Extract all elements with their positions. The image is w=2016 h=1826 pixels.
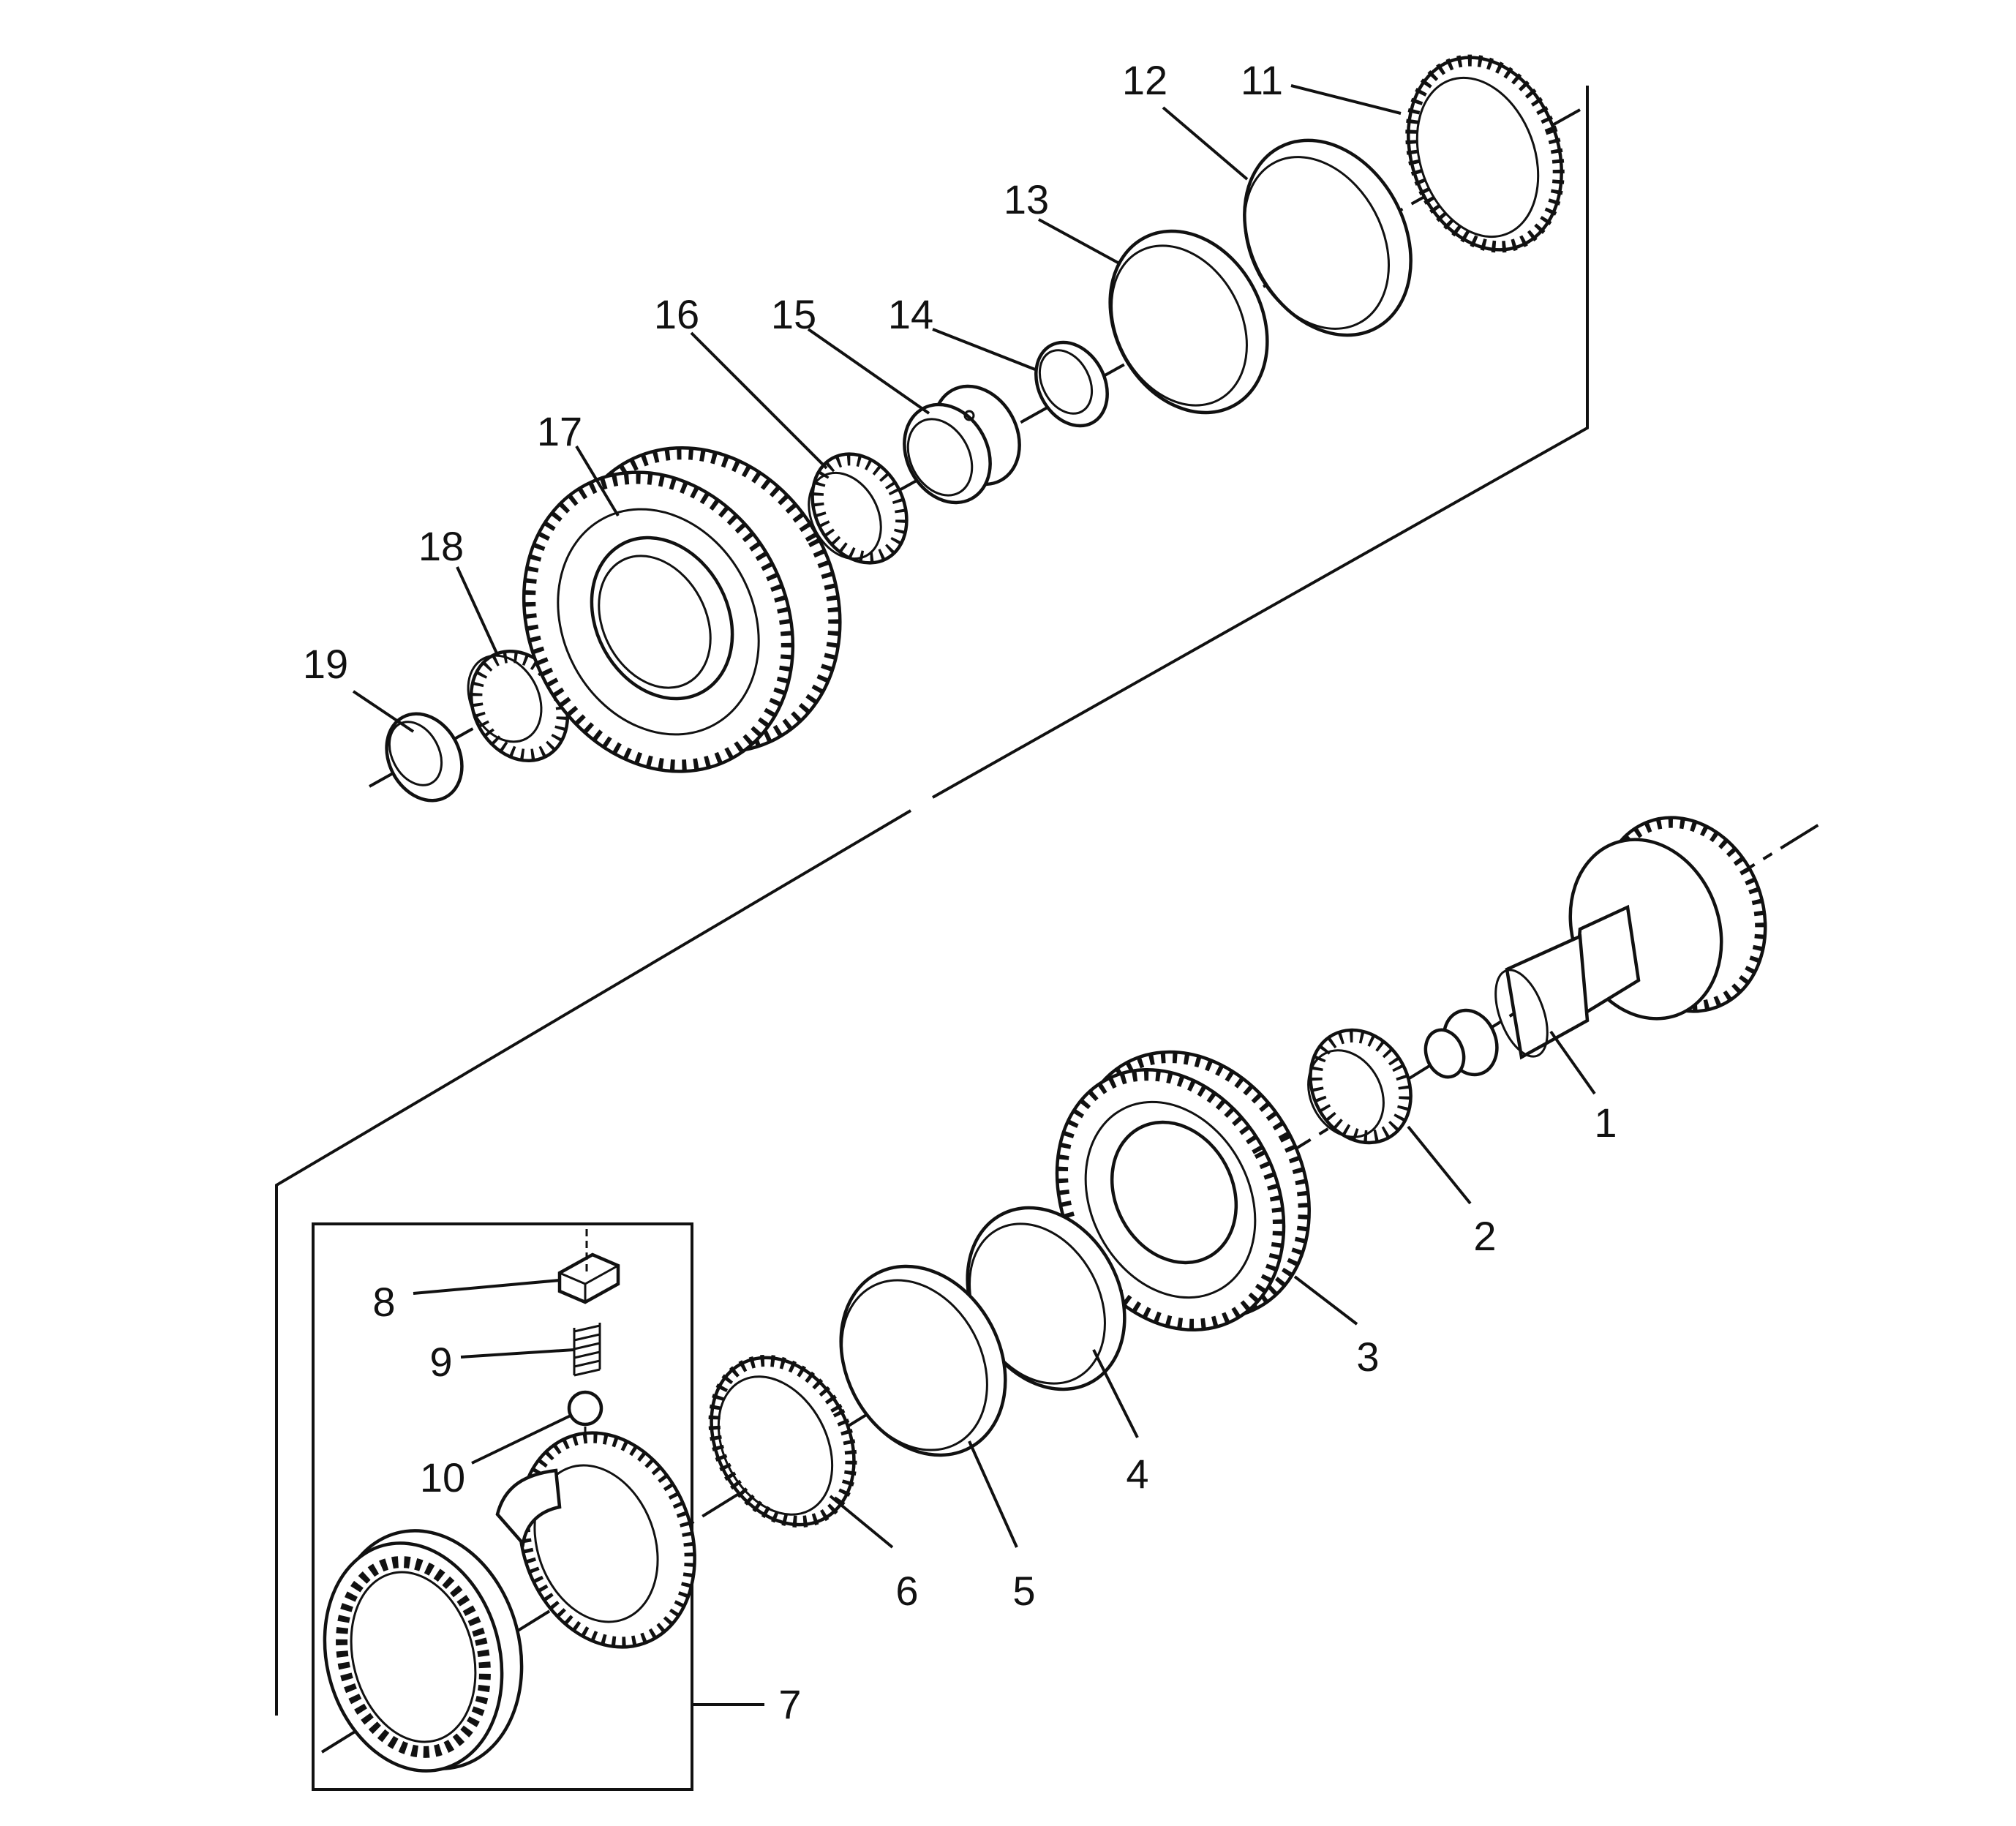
callout-15: 15 (770, 291, 817, 337)
callout-13: 13 (1003, 176, 1050, 222)
callout-2: 2 (1473, 1213, 1497, 1259)
part-5-synchronizer-ring (839, 1264, 1007, 1457)
callout-16: 16 (653, 291, 700, 337)
synchronizer-hub (495, 1431, 696, 1649)
callout-4: 4 (1126, 1451, 1149, 1497)
callout-14: 14 (887, 291, 934, 337)
part-12-synchronizer-ring (1243, 138, 1413, 337)
callout-1: 1 (1594, 1100, 1617, 1146)
part-19-thrust-washer (385, 712, 464, 803)
part-11-blocker-ring (1405, 54, 1565, 253)
callout-3: 3 (1356, 1334, 1380, 1380)
part-10-detent-ball (567, 1390, 603, 1452)
callout-17: 17 (536, 408, 583, 454)
callout-8: 8 (372, 1279, 396, 1325)
callout-12: 12 (1121, 57, 1168, 103)
part-9-spring (573, 1323, 601, 1377)
callout-leader-lines (352, 84, 1596, 1549)
callout-9: 9 (429, 1339, 453, 1385)
part-1-input-shaft-gear (1423, 816, 1767, 1079)
part-6-blocker-ring (708, 1354, 857, 1528)
assembly-frame-outline (275, 86, 1589, 1716)
callout-11: 11 (1240, 57, 1284, 103)
part-8-synchronizer-key (557, 1229, 620, 1304)
part-2-needle-bearing (1307, 1028, 1413, 1145)
part-16-needle-bearing (808, 452, 909, 565)
callout-10: 10 (419, 1454, 466, 1500)
callout-7: 7 (778, 1681, 802, 1727)
callout-19: 19 (302, 641, 349, 687)
part-15-sleeve (903, 384, 1021, 505)
synchronizer-sleeve (323, 1529, 524, 1773)
part-17-gear (522, 446, 842, 773)
part-13-synchronizer-ring (1108, 229, 1269, 415)
part-7-synchronizer-assembly-box (312, 1222, 693, 1791)
part-3-gear (1055, 1050, 1311, 1332)
callout-5: 5 (1012, 1568, 1036, 1614)
callout-18: 18 (418, 523, 464, 569)
part-14-washer (1034, 340, 1109, 428)
callout-6: 6 (895, 1568, 919, 1614)
